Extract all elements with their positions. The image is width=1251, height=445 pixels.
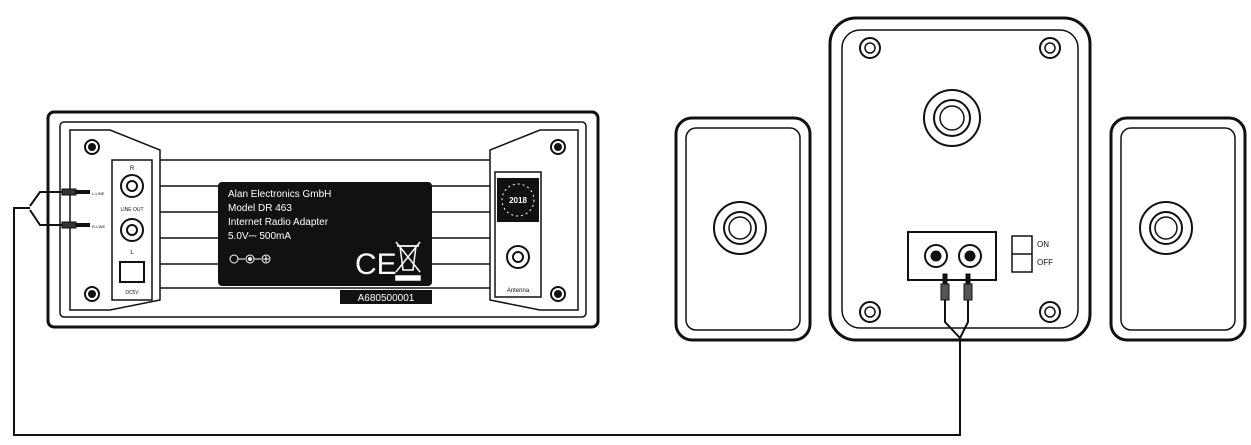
rca-plugs-subwoofer xyxy=(940,273,973,301)
sub-screw-top-right xyxy=(1039,37,1061,59)
weee-bin-icon xyxy=(395,241,421,281)
antenna-label: Antenna xyxy=(507,288,530,294)
radio-connector-column xyxy=(111,159,153,301)
radio-antenna-column xyxy=(494,171,542,298)
sub-input-panel xyxy=(907,231,997,281)
left-speaker-mount xyxy=(713,201,767,255)
radio-left-panel xyxy=(69,129,161,311)
antenna-socket xyxy=(506,245,530,269)
dc-power-socket xyxy=(119,261,145,283)
radio-unit xyxy=(46,110,600,329)
sub-input-right-jack xyxy=(958,244,982,268)
rating-line-3: Internet Radio Adapter xyxy=(228,217,329,228)
sub-mount xyxy=(923,89,981,147)
radio-screw-bottom-right xyxy=(550,286,566,302)
ce-mark: CE xyxy=(355,248,397,281)
switch-on-label: ON xyxy=(1037,240,1049,249)
radio-screw-top-left xyxy=(84,139,100,155)
right-speaker-mount xyxy=(1139,201,1193,255)
serial-plate: A680500001 xyxy=(340,290,432,304)
left-satellite-speaker xyxy=(674,116,812,342)
line-out-label: LINE OUT xyxy=(120,207,143,213)
serial-number: A680500001 xyxy=(358,293,415,304)
switch-off-label: OFF xyxy=(1037,258,1053,267)
rating-label-plate: Alan Electronics GmbH Model DR 463 Inter… xyxy=(218,182,432,286)
polarity-icon xyxy=(229,254,271,264)
sub-screw-bottom-right xyxy=(1039,301,1061,323)
cable-label-r: R-LINE xyxy=(92,224,105,229)
subwoofer-unit xyxy=(828,16,1092,342)
radio-right-panel xyxy=(489,129,579,311)
sub-screw-bottom-left xyxy=(859,301,881,323)
rating-line-4: 5.0V⎓ 500mA xyxy=(228,231,291,242)
right-jack-label: R xyxy=(130,166,135,172)
cable-label-l: L-LINE xyxy=(92,191,105,196)
radio-outer-frame xyxy=(46,110,600,329)
radio-screw-top-right xyxy=(550,139,566,155)
radio-screw-bottom-left xyxy=(84,286,100,302)
dc-label: DC5V xyxy=(125,290,139,296)
year-dial-text: 2018 xyxy=(509,196,527,205)
sub-input-left-jack xyxy=(924,244,948,268)
sub-screw-top-left xyxy=(859,37,881,59)
rating-line-2: Model DR 463 xyxy=(228,203,292,214)
left-jack-label: L xyxy=(130,250,134,256)
line-out-jack-right xyxy=(120,174,144,198)
radio-inner-frame xyxy=(59,121,587,318)
year-dial: 2018 xyxy=(497,178,539,222)
rating-line-1: Alan Electronics GmbH xyxy=(228,189,331,200)
rca-plugs-radio: L-LINE R-LINE xyxy=(61,188,105,229)
audio-cable xyxy=(13,191,969,436)
right-satellite-speaker xyxy=(1109,116,1247,342)
line-out-jack-left xyxy=(120,218,144,242)
